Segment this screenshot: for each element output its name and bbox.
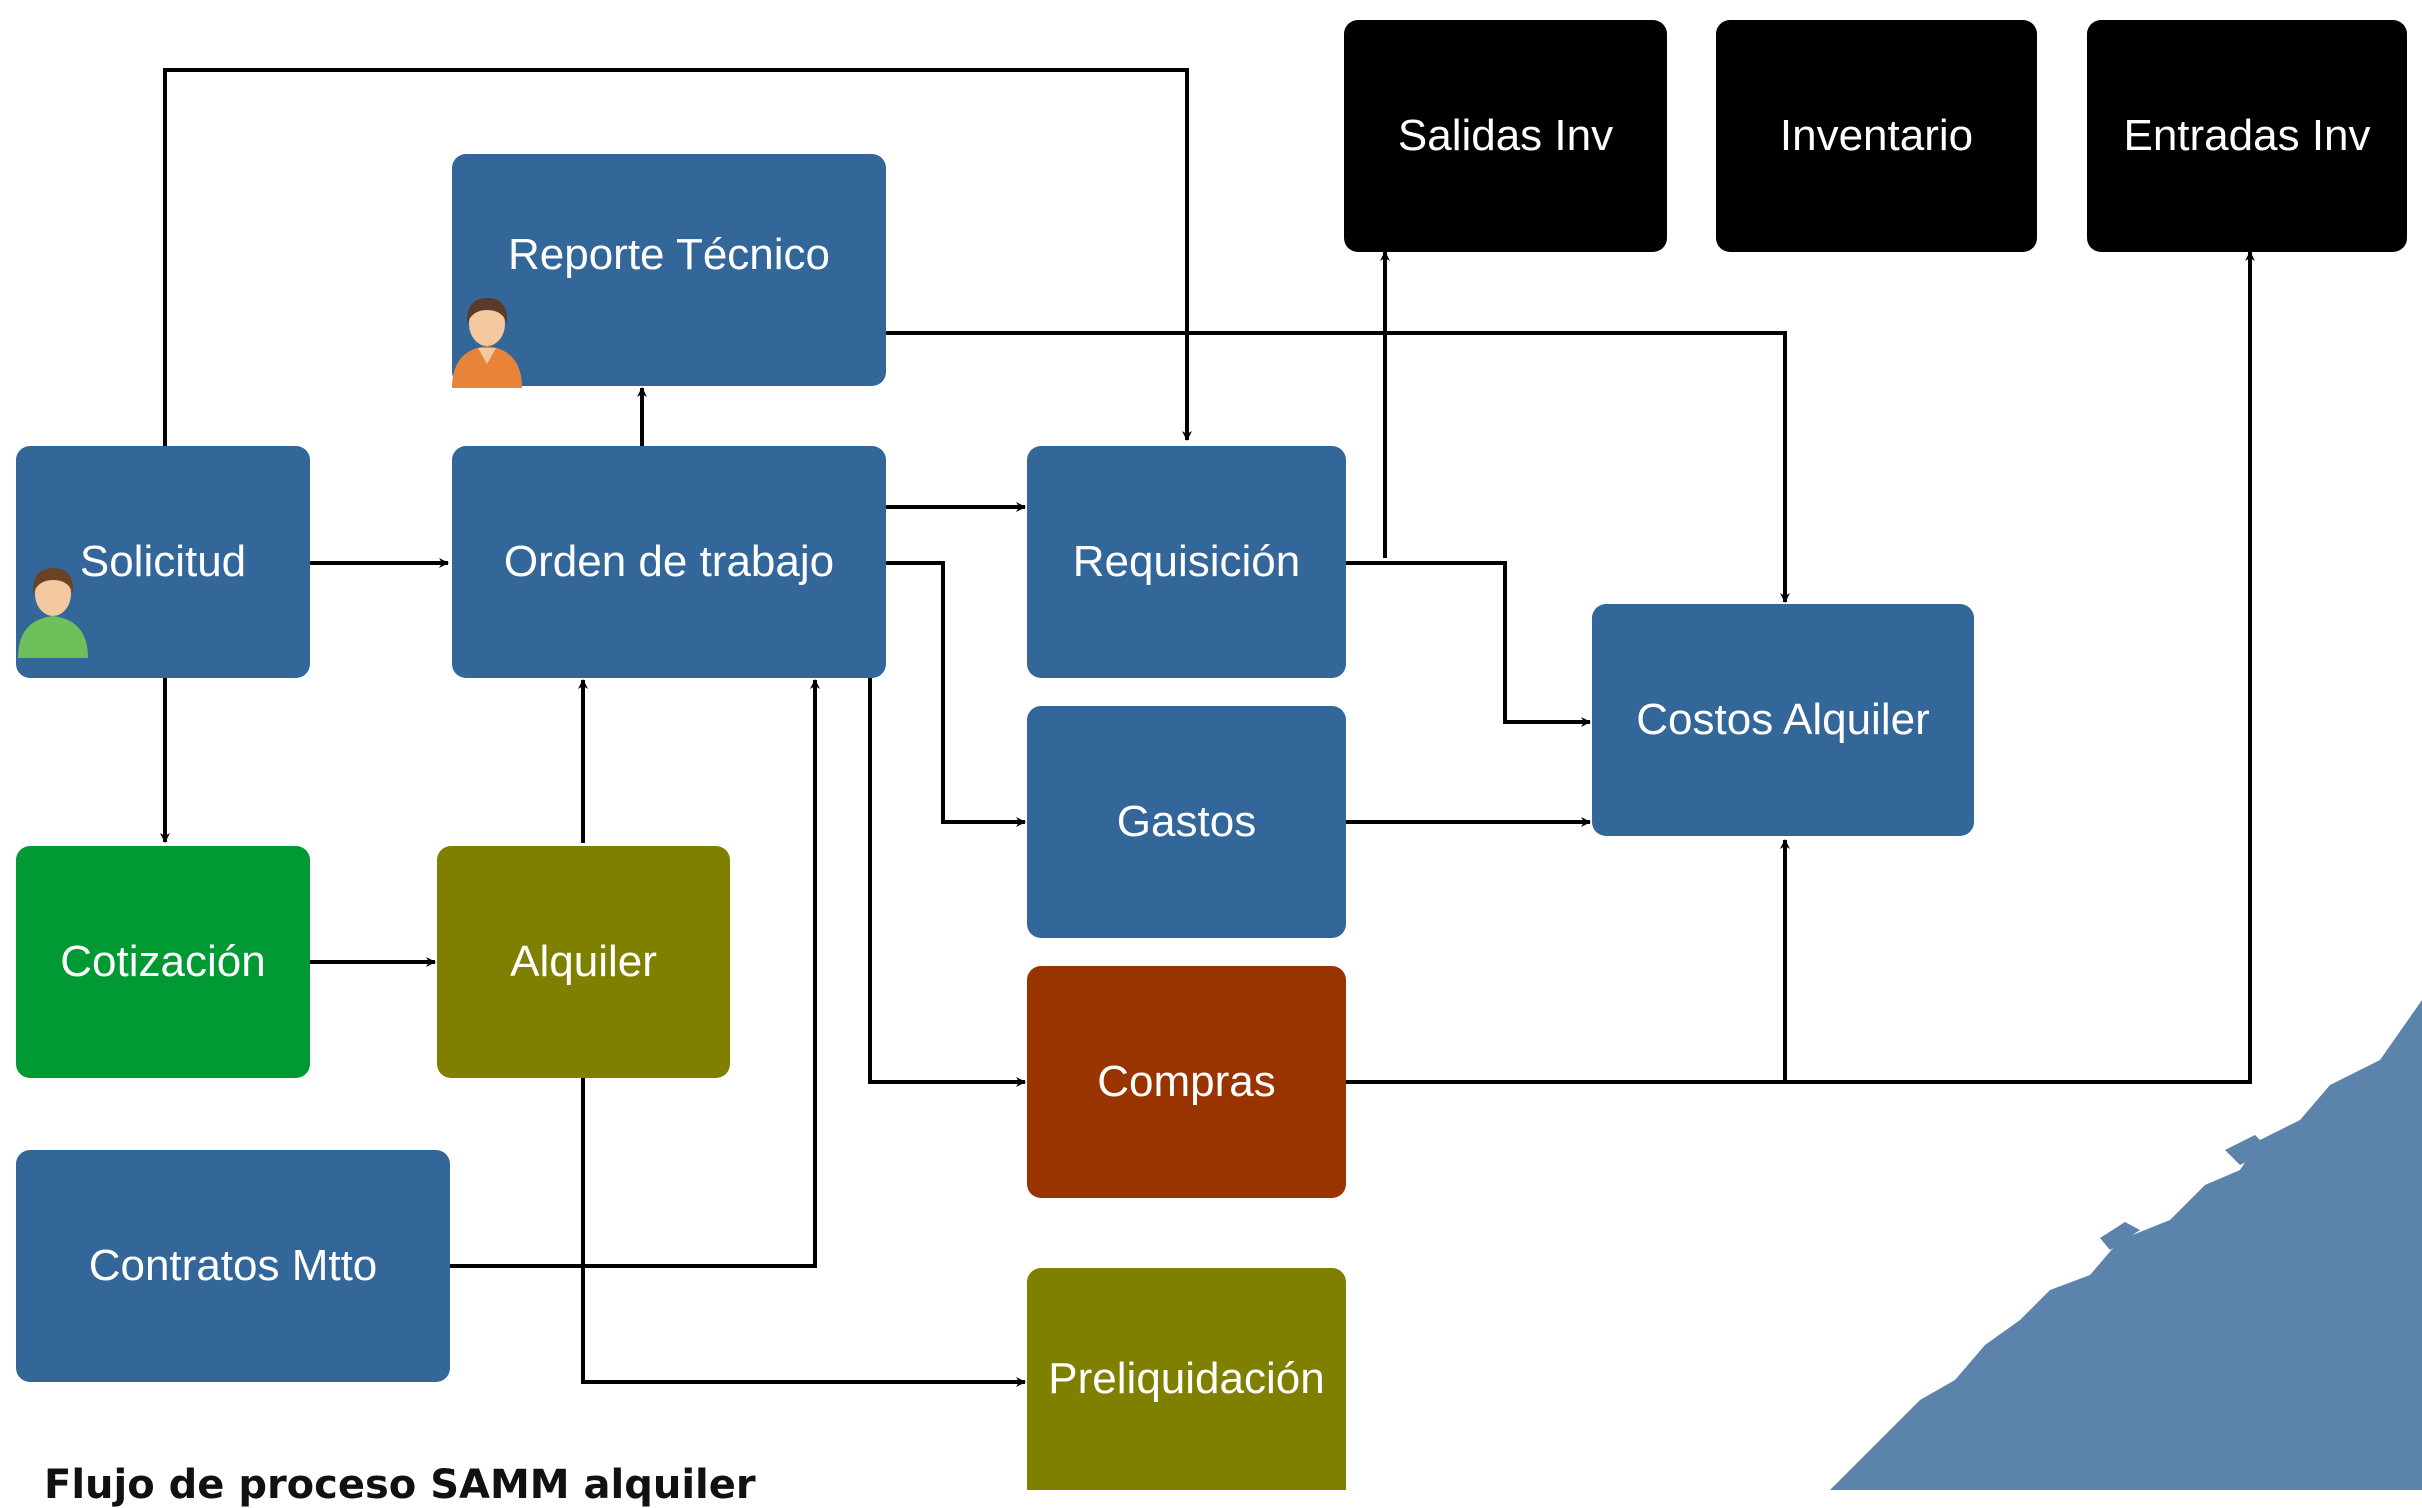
- node-gastos[interactable]: Gastos: [1027, 706, 1346, 938]
- edge-contratos-orden: [450, 679, 820, 1268]
- node-label: Reporte Técnico: [507, 230, 831, 279]
- node-label: Inventario: [1779, 111, 1974, 160]
- diagram-caption: Flujo de proceso SAMM alquiler: [44, 1462, 756, 1508]
- node-cotizacion[interactable]: Cotización: [16, 846, 310, 1078]
- node-compras[interactable]: Compras: [1027, 966, 1346, 1198]
- node-alquiler[interactable]: Alquiler: [437, 846, 730, 1078]
- node-contratos-mtto[interactable]: Contratos Mtto: [16, 1150, 450, 1382]
- person-orange-icon: [452, 298, 522, 388]
- node-label: Preliquidación: [1048, 1354, 1325, 1403]
- node-requisicion[interactable]: Requisición: [1027, 446, 1346, 678]
- node-label: Orden de trabajo: [503, 537, 835, 586]
- node-label: Compras: [1097, 1057, 1276, 1106]
- node-costos-alquiler[interactable]: Costos Alquiler: [1592, 604, 1974, 836]
- node-label: Salidas Inv: [1397, 111, 1614, 160]
- node-label: Entradas Inv: [2123, 111, 2371, 160]
- edge-compras-entradas: [1346, 251, 2255, 1084]
- edge-orden-gastos: [886, 561, 1026, 827]
- edge-alquiler-preliquidacion: [581, 1075, 1026, 1387]
- node-preliquidacion[interactable]: Preliquidación: [1027, 1268, 1346, 1490]
- edge-requisicion-costos: [1346, 561, 1591, 727]
- node-label: Cotización: [60, 937, 266, 986]
- node-reporte-tecnico[interactable]: Reporte Técnico: [452, 154, 886, 386]
- node-label: Costos Alquiler: [1636, 695, 1930, 744]
- node-label: Gastos: [1116, 797, 1257, 846]
- edge-solicitud-requisicion: [163, 68, 1192, 446]
- edge-reporte-costos: [886, 331, 1790, 603]
- node-label: Contratos Mtto: [88, 1241, 378, 1290]
- node-orden-de-trabajo[interactable]: Orden de trabajo: [452, 446, 886, 678]
- edge-orden-compras: [868, 678, 1026, 1087]
- node-salidas-inv[interactable]: Salidas Inv: [1344, 20, 1667, 252]
- node-inventario[interactable]: Inventario: [1716, 20, 2037, 252]
- node-entradas-inv[interactable]: Entradas Inv: [2087, 20, 2407, 252]
- person-green-icon: [18, 568, 88, 658]
- node-label: Requisición: [1072, 537, 1301, 586]
- node-label: Alquiler: [510, 937, 657, 986]
- node-label: Solicitud: [79, 537, 247, 586]
